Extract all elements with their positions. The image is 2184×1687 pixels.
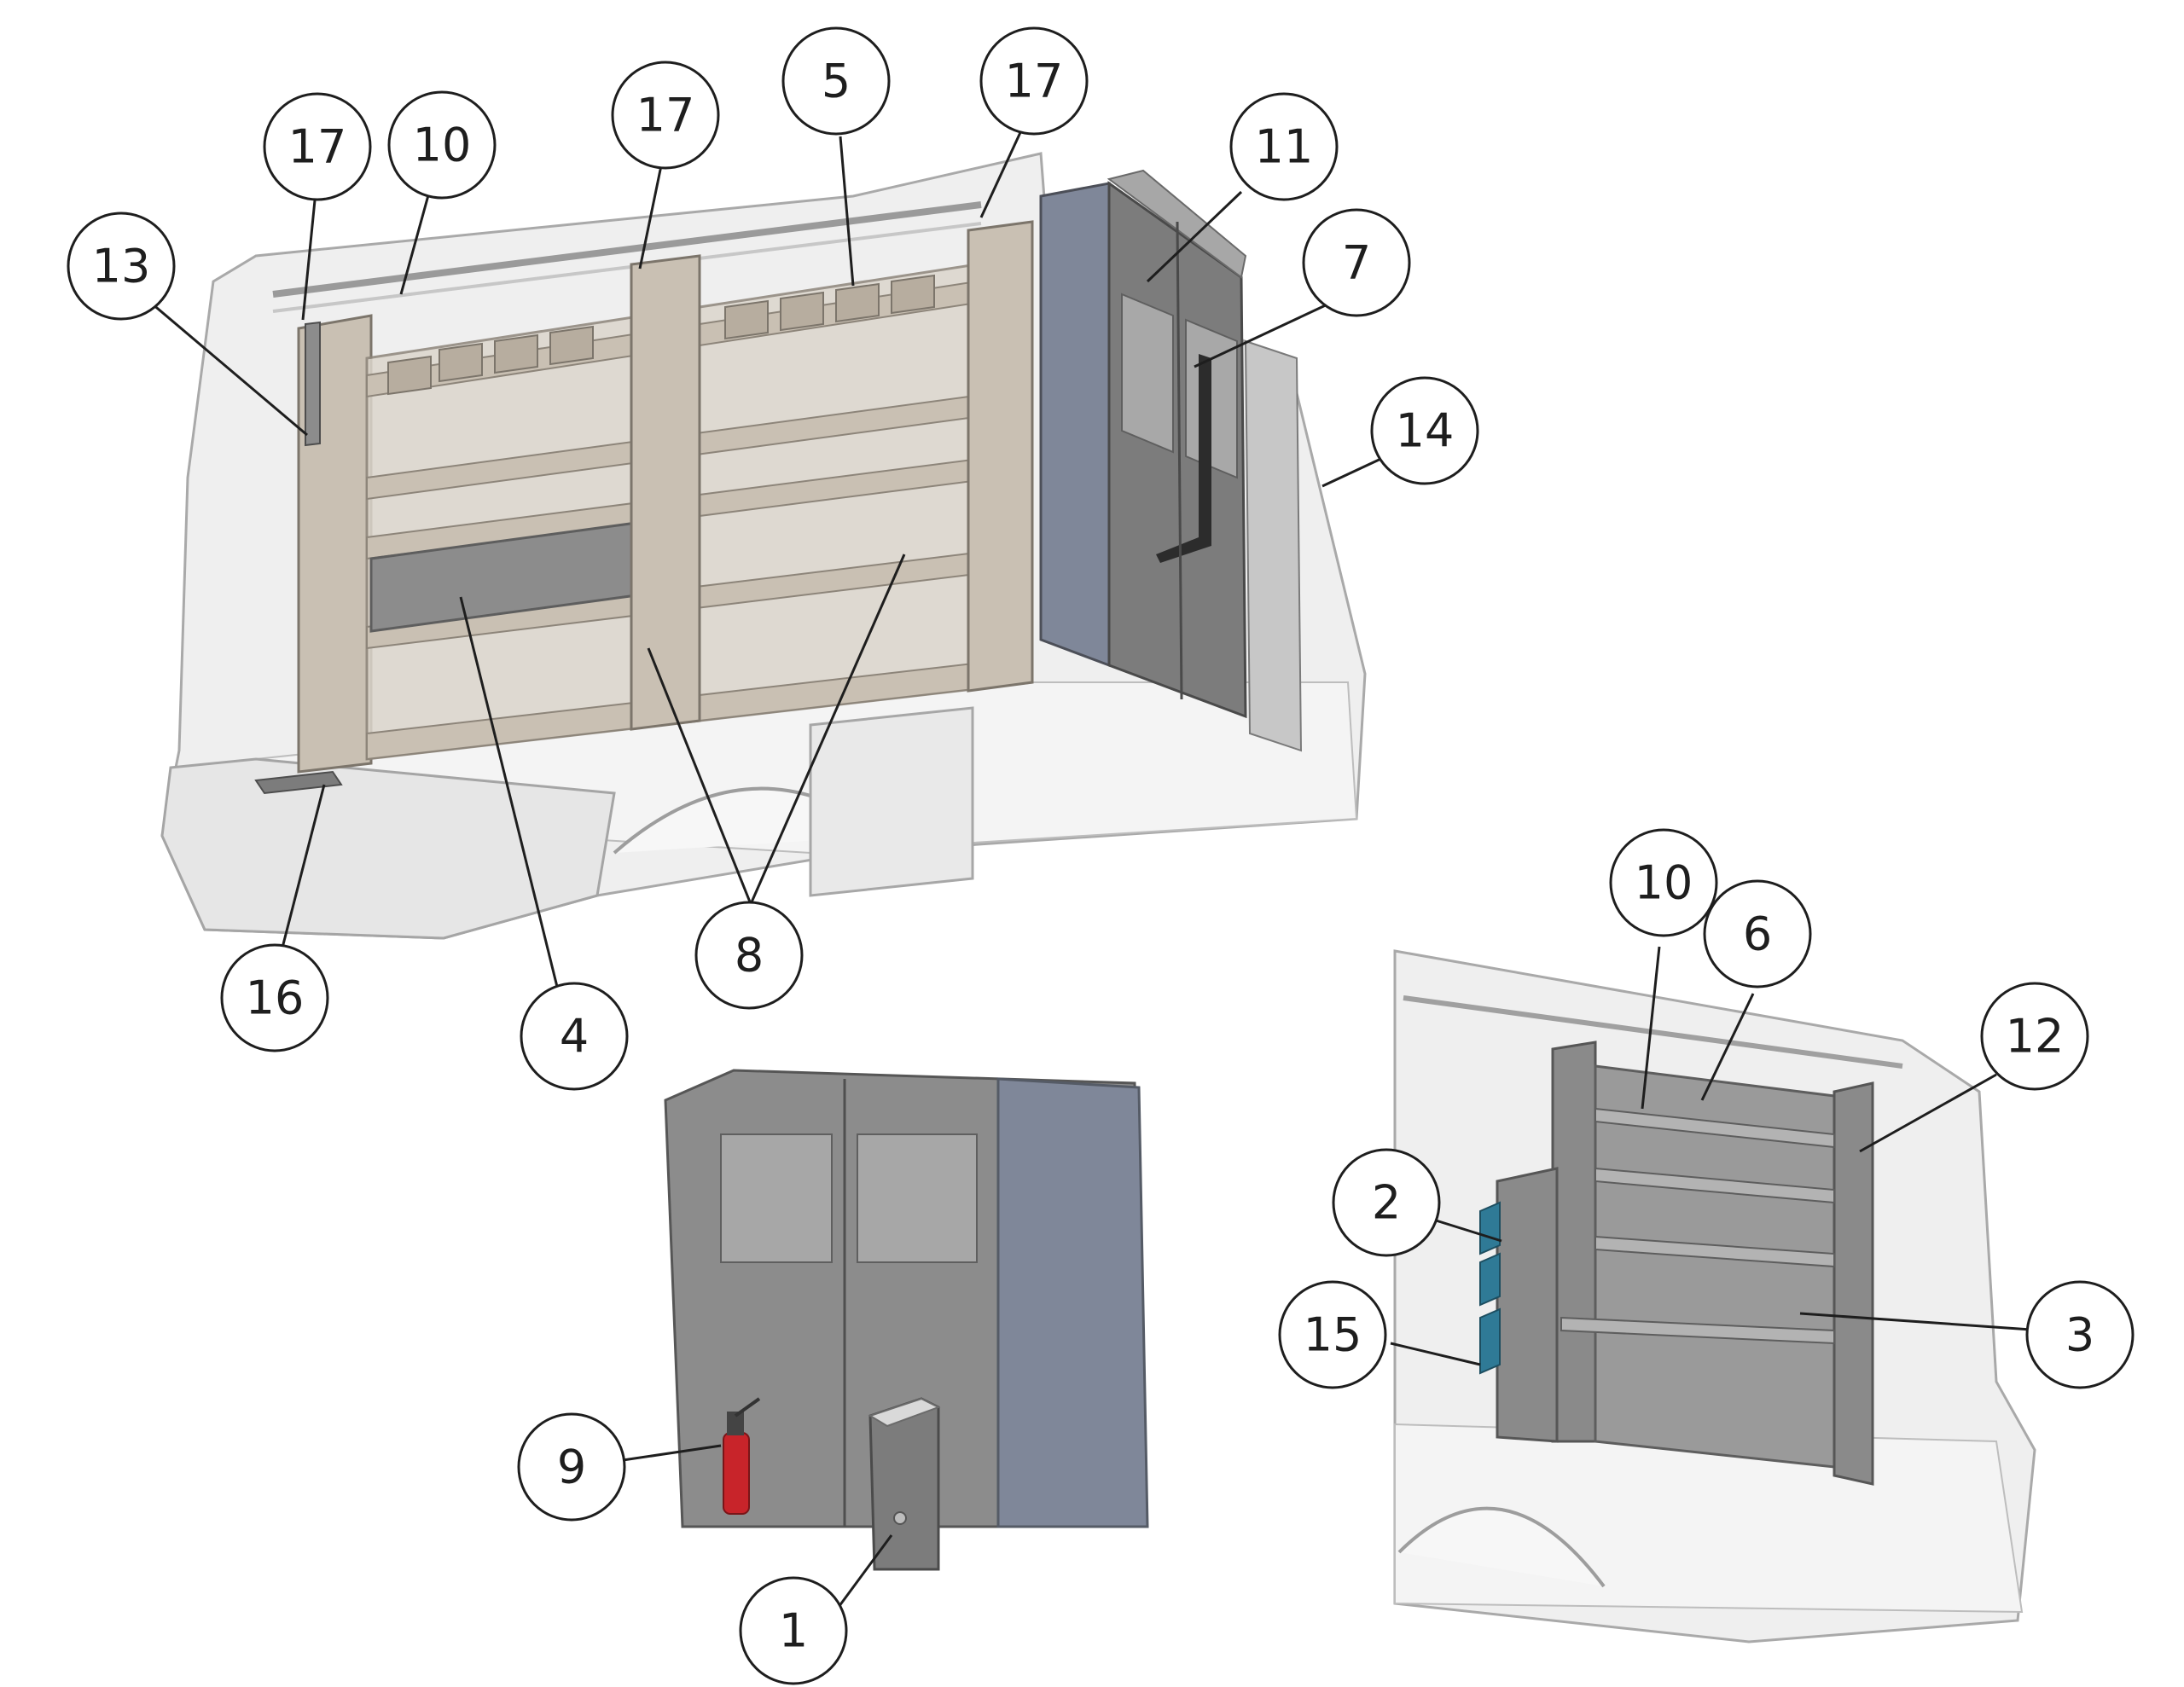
partition-rear-view: [664, 1069, 1149, 1571]
van-interior-rear-view: [1393, 949, 2036, 1644]
callout-3: 3: [2025, 1280, 2135, 1389]
callout-15-label: 15: [1304, 1308, 1362, 1362]
callout-15: 15: [1278, 1280, 1387, 1389]
callout-17-center-label: 17: [636, 89, 695, 142]
callout-16-label: 16: [246, 971, 305, 1025]
callout-13: 13: [67, 212, 176, 321]
callout-5: 5: [781, 26, 891, 136]
callout-14: 14: [1370, 376, 1479, 485]
callout-7-label: 7: [1342, 236, 1371, 290]
callout-16: 16: [220, 943, 329, 1052]
callout-17-right-label: 17: [1005, 55, 1064, 108]
callout-17-left-label: 17: [288, 120, 347, 174]
callout-2: 2: [1332, 1148, 1441, 1257]
callout-17-right: 17: [979, 26, 1089, 136]
callout-2-label: 2: [1372, 1176, 1401, 1230]
callout-10-top: 10: [387, 90, 497, 200]
callouts: 13 17 10 17 5 17 11 7: [67, 26, 2135, 1685]
callout-9: 9: [517, 1412, 626, 1522]
leader-lines: [140, 106, 2044, 1617]
callout-4: 4: [520, 982, 629, 1091]
callout-1: 1: [739, 1576, 848, 1685]
callout-6-label: 6: [1743, 907, 1772, 961]
callout-8: 8: [694, 901, 804, 1010]
callout-8-label: 8: [735, 929, 764, 983]
lock-box: [868, 1397, 941, 1571]
callout-7: 7: [1302, 208, 1411, 317]
callout-17-left: 17: [263, 92, 372, 201]
callout-6: 6: [1703, 879, 1812, 988]
callout-12: 12: [1980, 982, 2089, 1091]
callout-11: 11: [1229, 92, 1339, 201]
van-interior-top-view: [160, 152, 1367, 940]
callout-17-center: 17: [611, 61, 720, 170]
callout-10-top-label: 10: [413, 119, 472, 172]
callout-10-bottom: 10: [1609, 828, 1718, 937]
callout-3-label: 3: [2065, 1308, 2094, 1362]
callout-12-label: 12: [2006, 1010, 2065, 1064]
callout-4-label: 4: [560, 1010, 589, 1064]
callout-11-label: 11: [1255, 120, 1314, 174]
callout-13-label: 13: [92, 240, 151, 293]
callout-9-label: 9: [557, 1441, 586, 1494]
callout-1-label: 1: [779, 1604, 808, 1658]
callout-14-label: 14: [1396, 404, 1455, 458]
callout-5-label: 5: [822, 55, 851, 108]
fire-extinguisher: [723, 1397, 761, 1515]
callout-10-bottom-label: 10: [1635, 856, 1693, 910]
